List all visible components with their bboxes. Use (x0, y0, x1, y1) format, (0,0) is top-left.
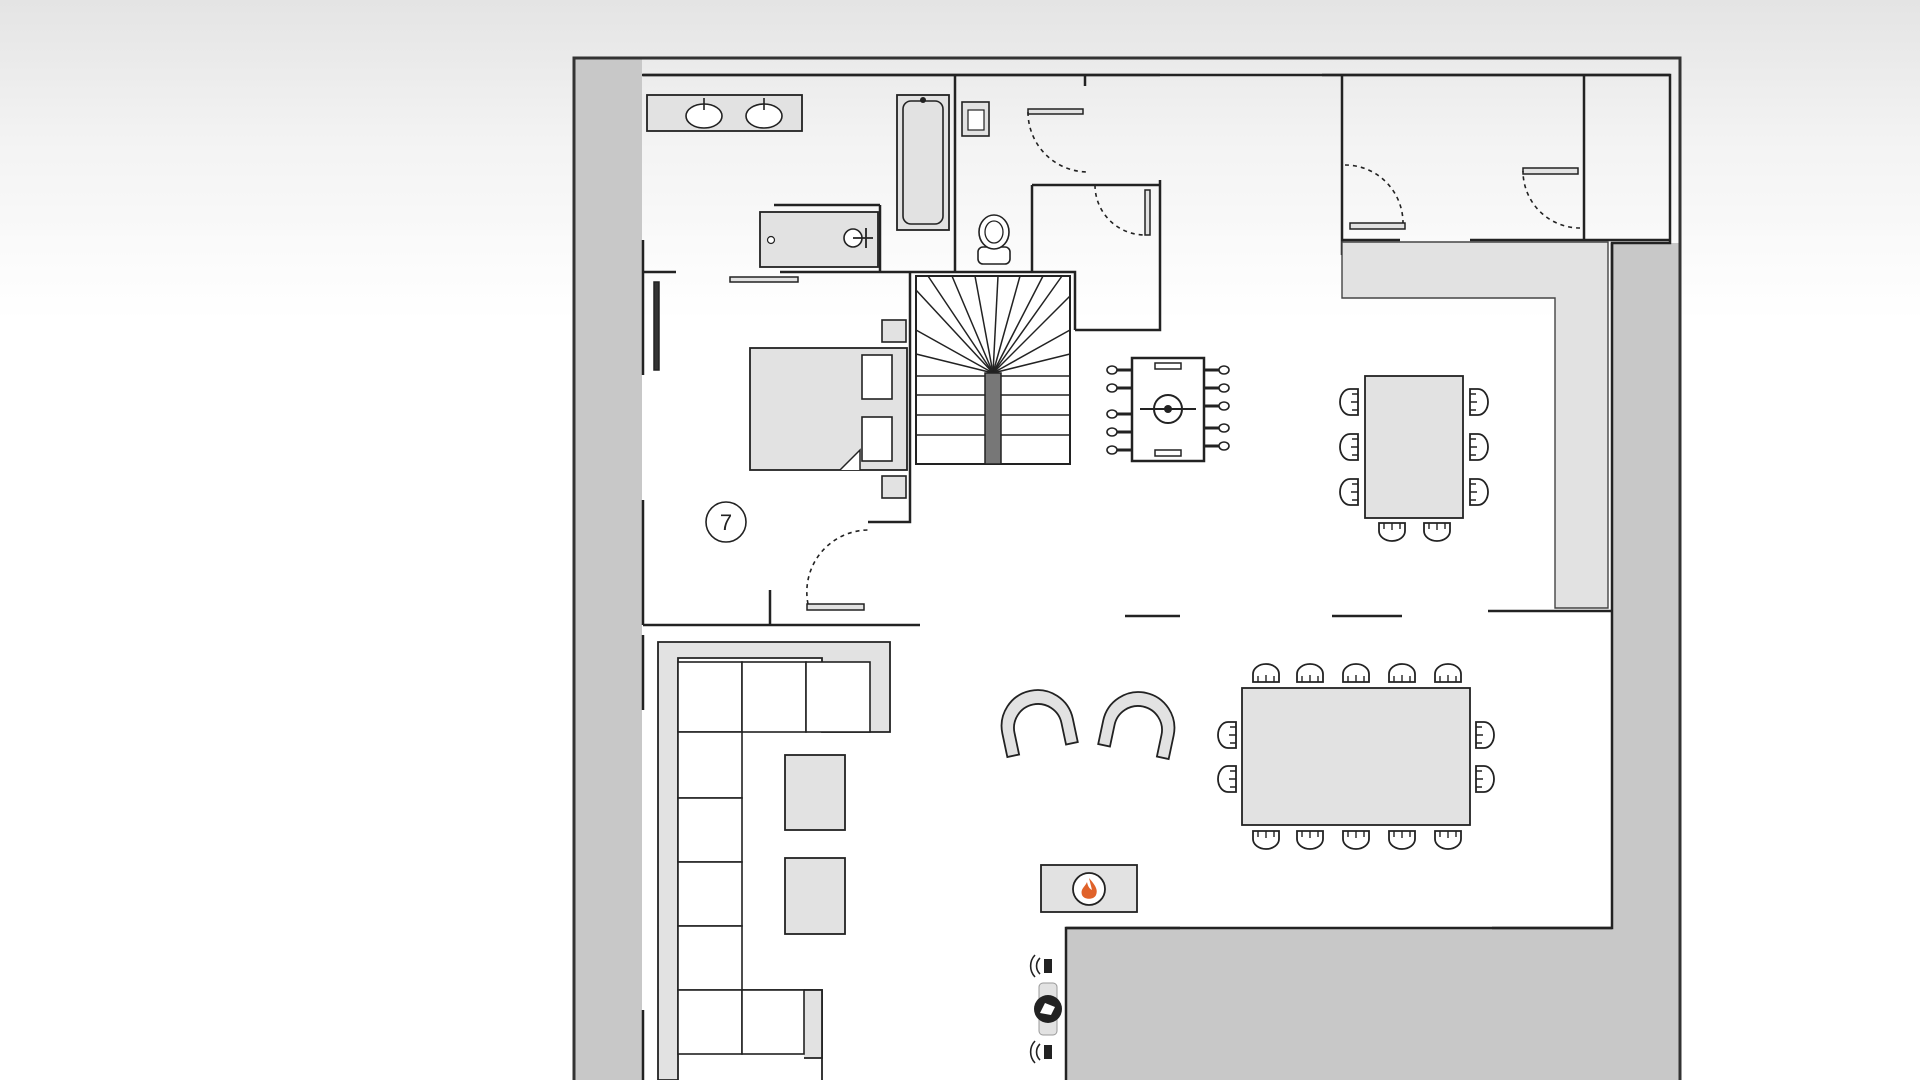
foosball-table (1106, 356, 1230, 463)
fireplace (1040, 864, 1138, 913)
door-leaf (806, 603, 865, 611)
speaker-icon (1029, 1040, 1052, 1064)
chair (1475, 765, 1495, 793)
chair (1217, 765, 1237, 793)
dining-table (1217, 663, 1495, 850)
small-sink (961, 101, 990, 137)
stair-step (992, 329, 1071, 374)
chair (1252, 830, 1280, 850)
chair (1388, 830, 1416, 850)
double-vanity (646, 94, 803, 132)
stair-step (915, 289, 994, 374)
doors (653, 108, 1581, 611)
stair-step (951, 275, 994, 374)
chair (1475, 721, 1495, 749)
door-leaf (1349, 222, 1406, 230)
bathtub (896, 94, 950, 231)
door-leaf (1027, 108, 1084, 115)
chair (1339, 478, 1359, 506)
exterior-wall-left (574, 58, 642, 1080)
stair-step (974, 275, 994, 374)
nightstand (881, 319, 907, 343)
chair (1469, 478, 1489, 506)
exterior-terrace-bottom (1066, 928, 1612, 1080)
chair (1434, 663, 1462, 683)
stair-step (992, 295, 1071, 374)
double-bed (749, 347, 908, 471)
door-leaf (1144, 189, 1151, 236)
armchair (1097, 691, 1176, 761)
chair (1388, 663, 1416, 683)
stair-step (915, 329, 994, 374)
chair (1217, 721, 1237, 749)
chair (1342, 830, 1370, 850)
interior-walls (641, 73, 1670, 1080)
chair (1469, 388, 1489, 416)
stair-step (992, 275, 999, 374)
sectional-sofa (657, 641, 891, 1080)
stair-step (992, 353, 1071, 374)
shower-tray (759, 211, 879, 268)
armchair (1000, 689, 1079, 759)
toilet (977, 214, 1011, 265)
kitchen-table (1339, 375, 1489, 542)
chair (1296, 830, 1324, 850)
chair (1469, 433, 1489, 461)
outer-boundary (572, 56, 1682, 1080)
stair-step (992, 275, 1063, 374)
chair (1423, 522, 1451, 542)
stair-step (915, 353, 994, 374)
ottoman (784, 754, 846, 831)
ottoman (784, 857, 846, 935)
chair (1252, 663, 1280, 683)
exterior-wall-right (1612, 243, 1680, 1080)
room-number-badge: 7 (705, 501, 747, 543)
room-number: 7 (720, 510, 732, 535)
chair (1339, 388, 1359, 416)
stair-steps (915, 275, 1071, 374)
chair (1339, 433, 1359, 461)
chair (1342, 663, 1370, 683)
chair (1296, 663, 1324, 683)
stair-step (992, 275, 1044, 374)
stair-step (992, 275, 1021, 374)
chair (1434, 830, 1462, 850)
chair (1378, 522, 1406, 542)
door-leaf (729, 276, 799, 283)
speaker-icon (1029, 954, 1052, 978)
fireplace-icon (1072, 872, 1106, 906)
nightstand (881, 475, 907, 499)
stair-step (927, 275, 994, 374)
door-leaf (1522, 167, 1579, 175)
kitchen-counter (1341, 241, 1609, 609)
staircase (915, 275, 1071, 465)
voice-assistant-icon (1034, 982, 1062, 1036)
door-leaf (653, 281, 660, 371)
